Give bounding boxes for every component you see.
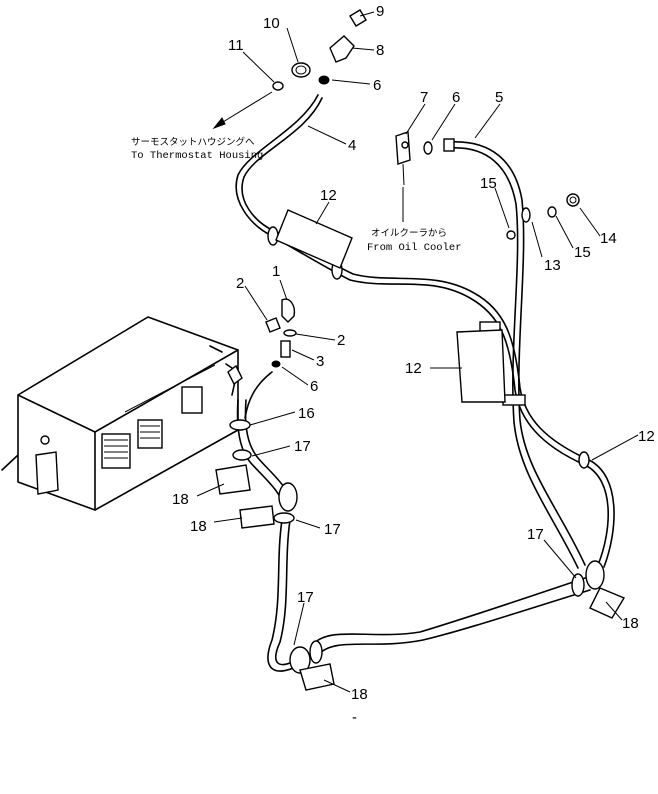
tag-plates [215,209,626,691]
hose-clamp [309,640,323,664]
callout-15-left: 15 [480,175,497,192]
fittings [227,9,580,386]
panel-window [181,386,203,414]
hose-end [443,138,455,152]
callout-1: 1 [272,263,280,280]
hose-clamp [229,419,251,431]
callout-17-b: 17 [324,521,341,538]
callout-2-right: 2 [337,332,345,349]
callout-18-b: 18 [190,518,207,535]
note-oilcooler-jp: オイルクーラから [371,228,447,239]
clamps [229,207,605,674]
hose-clamp [521,207,531,223]
hose-clamp [289,646,311,674]
drain-valve [35,451,59,495]
cap-fitting [349,9,367,27]
note-oilcooler-en: From Oil Cooler [367,242,462,254]
callout-10: 10 [263,15,280,32]
hose-clamp [571,573,585,597]
elbow-fitting [281,298,296,323]
callout-5: 5 [495,89,503,106]
callout-3: 3 [316,353,324,370]
callout-labels: 9 8 10 11 6 4 7 6 5 15 13 15 14 12 1 2 2… [172,3,655,703]
vent-grille [137,419,163,449]
callout-13: 13 [544,257,561,274]
hose-clamp [278,482,298,512]
nut-fitting [291,62,311,78]
page-mark: - [352,709,357,726]
callout-11: 11 [228,37,244,54]
component-box [1,316,239,511]
callout-2-left: 2 [236,275,244,292]
hose-clamp [585,560,605,590]
callout-6-top: 6 [373,77,381,94]
callout-14: 14 [600,230,617,247]
leader-lines [196,11,639,693]
hose-clamp [232,449,252,461]
callout-6-low: 6 [310,378,318,395]
callout-17-a: 17 [294,438,311,455]
callout-4: 4 [348,137,356,154]
hose-clamp [578,451,590,469]
callout-18-a: 18 [172,491,189,508]
hose-clamp [267,226,279,246]
vent-grille [101,433,131,469]
ring-fitting [423,141,433,155]
notes: サーモスタットハウジングへ To Thermostat Housing オイルク… [131,136,462,254]
callout-17-c: 17 [527,526,544,543]
callout-12-mid: 12 [405,360,422,377]
callout-15-right: 15 [574,244,591,261]
o-ring [272,81,284,91]
callout-7: 7 [420,89,428,106]
callout-6-mid: 6 [452,89,460,106]
hose-lines [231,94,615,672]
sleeve-fitting [280,340,291,358]
callout-16: 16 [298,405,315,422]
callout-12-right: 12 [638,428,655,445]
callout-17-d: 17 [297,589,314,606]
elbow-fitting [329,35,355,63]
callout-8: 8 [376,42,384,59]
callout-18-d: 18 [351,686,368,703]
note-thermostat-jp: サーモスタットハウジングへ [131,136,255,148]
note-thermostat-en: To Thermostat Housing [131,150,263,162]
callout-12-top: 12 [320,187,337,204]
callout-18-c: 18 [622,615,639,632]
hose-clamp [273,512,295,524]
hose-clamp [502,394,526,406]
callout-9: 9 [376,3,384,20]
